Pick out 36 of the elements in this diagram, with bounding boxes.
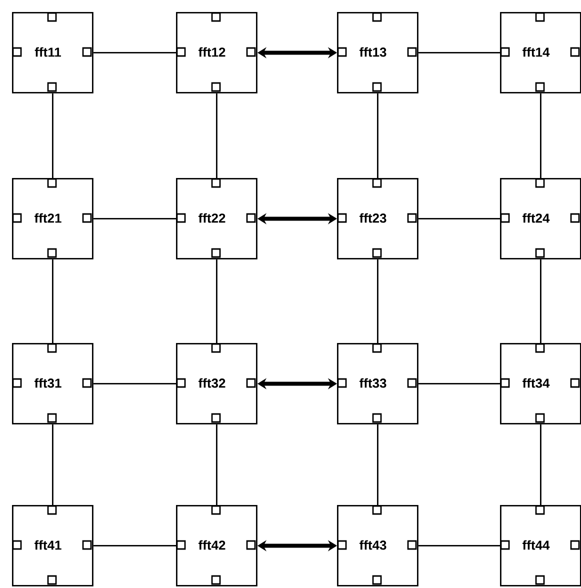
- connector-line: [377, 424, 378, 505]
- process-box: fft32: [176, 343, 258, 424]
- process-box: fft31: [12, 343, 94, 424]
- process-box: fft23: [337, 178, 418, 260]
- connector-line: [216, 259, 218, 343]
- process-box: fft21: [12, 178, 94, 260]
- connector-line: [418, 545, 500, 546]
- process-box: fft13: [337, 12, 418, 94]
- process-box: fft43: [337, 505, 418, 586]
- process-box: fft11: [12, 12, 94, 94]
- connector-line: [418, 383, 500, 384]
- connector-line: [540, 259, 542, 343]
- connector-line: [377, 93, 378, 178]
- connector-line: [418, 52, 500, 54]
- process-box: fft22: [176, 178, 258, 260]
- connector-line: [216, 93, 218, 178]
- connector-line: [93, 383, 176, 384]
- connector-line: [93, 218, 176, 220]
- connector-line: [216, 424, 218, 505]
- connector-line: [540, 93, 542, 178]
- process-box: fft44: [500, 505, 581, 586]
- connector-line: [418, 218, 500, 220]
- connector-line: [52, 424, 54, 505]
- connector-line: [52, 93, 54, 178]
- connector-line: [377, 259, 378, 343]
- connector-line: [540, 424, 542, 505]
- process-box: fft41: [12, 505, 94, 586]
- connector-line: [93, 52, 176, 54]
- process-box: fft14: [500, 12, 581, 94]
- process-box: fft33: [337, 343, 418, 424]
- process-box: fft42: [176, 505, 258, 586]
- connector-line: [93, 545, 176, 546]
- process-box: fft12: [176, 12, 258, 94]
- process-box: fft34: [500, 343, 581, 424]
- process-box: fft24: [500, 178, 581, 260]
- connector-line: [52, 259, 54, 343]
